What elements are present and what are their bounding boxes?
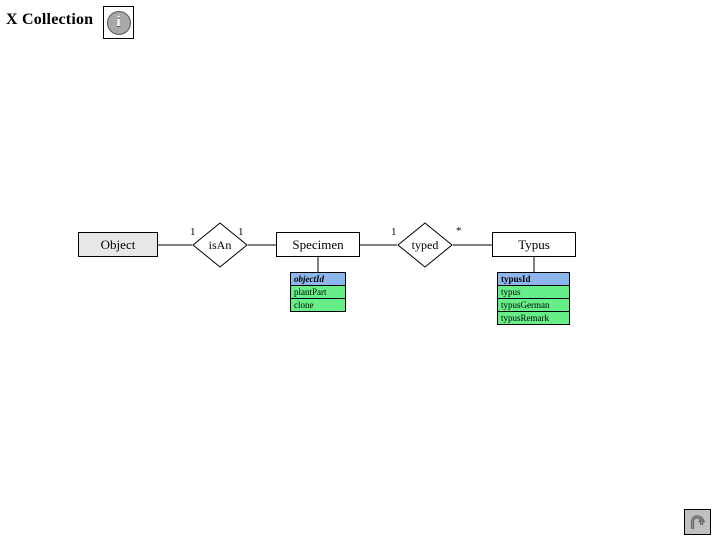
- info-icon-button[interactable]: i: [103, 6, 134, 39]
- attribute-row[interactable]: typusGerman: [498, 299, 569, 312]
- cardinality-typed-left: 1: [391, 226, 397, 238]
- entity-typus[interactable]: Typus: [492, 232, 576, 257]
- entity-specimen-label: Specimen: [292, 236, 344, 252]
- cardinality-isan-right: 1: [238, 226, 244, 238]
- cardinality-isan-left: 1: [190, 226, 196, 238]
- attribute-row[interactable]: clone: [291, 299, 345, 311]
- entity-typus-label: Typus: [518, 236, 550, 252]
- attribute-row[interactable]: typus: [498, 286, 569, 299]
- info-icon: i: [106, 10, 131, 35]
- attribute-row[interactable]: typusId: [498, 273, 569, 286]
- back-button[interactable]: [684, 509, 711, 535]
- attribute-row[interactable]: objectId: [291, 273, 345, 286]
- attribute-row[interactable]: plantPart: [291, 286, 345, 299]
- relationship-typed-label: typed: [411, 237, 439, 252]
- relationship-diamond-typed[interactable]: [397, 222, 453, 268]
- entity-specimen[interactable]: Specimen: [276, 232, 360, 257]
- page-title: X Collection: [6, 11, 94, 28]
- attribute-list-specimen: objectId plantPart clone: [290, 272, 346, 312]
- relationship-typed[interactable]: typed: [397, 222, 453, 268]
- cardinality-typed-right: *: [456, 225, 462, 237]
- relationship-diamond-isan[interactable]: [192, 222, 248, 268]
- attribute-list-typus: typusId typus typusGerman typusRemark: [497, 272, 570, 325]
- attribute-row[interactable]: typusRemark: [498, 312, 569, 324]
- entity-object-label: Object: [100, 236, 136, 252]
- entity-object[interactable]: Object: [78, 232, 158, 257]
- back-arrow-icon: [690, 514, 706, 529]
